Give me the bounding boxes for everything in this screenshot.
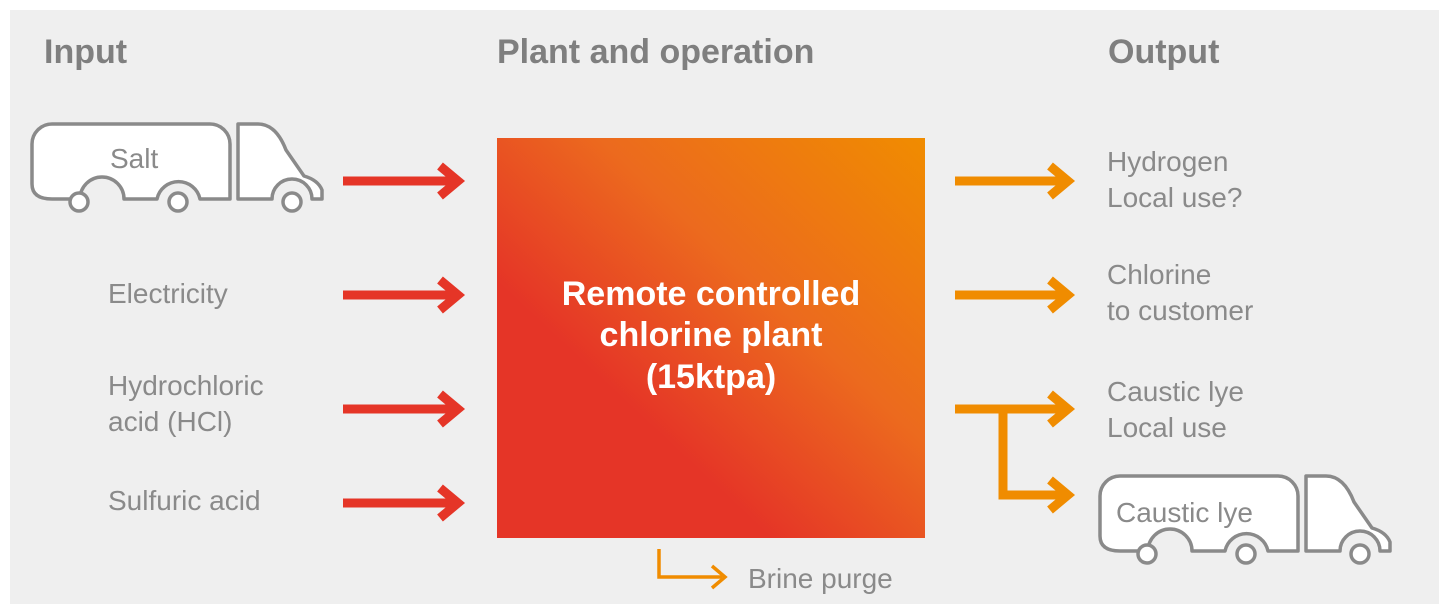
output-arrow-caustic-truck [998, 409, 1076, 514]
plant-title-line: chlorine plant [599, 316, 823, 355]
output-label-caustic-truck: Caustic lye [1116, 495, 1253, 531]
label-line: Chlorine [1107, 259, 1212, 290]
plant-box: Remote controlled chlorine plant (15ktpa… [497, 138, 925, 538]
input-header: Input [44, 33, 128, 71]
input-label-electricity: Electricity [108, 276, 228, 312]
plant-title-line: Remote controlled [561, 275, 861, 313]
output-arrow-caustic-local [955, 390, 1076, 428]
tanker-truck-icon [30, 122, 324, 213]
label-line: acid (HCl) [108, 406, 233, 438]
plant-title-line: (15ktpa) [645, 357, 777, 396]
input-arrow-sulfuric [343, 484, 466, 522]
label-line: Hydrogen [1107, 146, 1229, 177]
output-header: Output [1108, 33, 1220, 71]
input-label-sulfuric: Sulfuric acid [108, 483, 261, 519]
label-line: to customer [1107, 295, 1254, 327]
label-line: Local use [1107, 412, 1227, 444]
label-line: Sulfuric acid [108, 485, 261, 516]
output-label-hydrogen: Hydrogen Local use? [1107, 144, 1242, 217]
input-arrow-electricity [343, 276, 466, 314]
brine-purge-label: Brine purge [748, 563, 893, 594]
label-line: Salt [110, 143, 159, 174]
tanker-truck-icon [1098, 474, 1392, 565]
input-label-salt: Salt [110, 141, 158, 177]
output-label-caustic-local: Caustic lye Local use [1107, 374, 1244, 447]
output-arrow-chlorine [955, 276, 1076, 314]
label-line: Electricity [108, 278, 228, 309]
input-label-hcl: Hydrochloric acid (HCl) [108, 368, 264, 441]
input-arrow-hcl [343, 390, 466, 428]
brine-purge-arrow [657, 549, 728, 590]
plant-header: Plant and operation [497, 33, 815, 71]
label-line: Local use? [1107, 182, 1243, 214]
label-line: Caustic lye [1116, 497, 1253, 528]
plant-title: Remote controlled chlorine plant (15ktpa… [497, 274, 925, 398]
output-label-chlorine: Chlorine to customer [1107, 257, 1253, 330]
input-arrow-salt [343, 162, 466, 200]
output-arrow-hydrogen [955, 162, 1076, 200]
label-line: Caustic lye [1107, 376, 1244, 407]
label-line: Hydrochloric [108, 370, 264, 401]
